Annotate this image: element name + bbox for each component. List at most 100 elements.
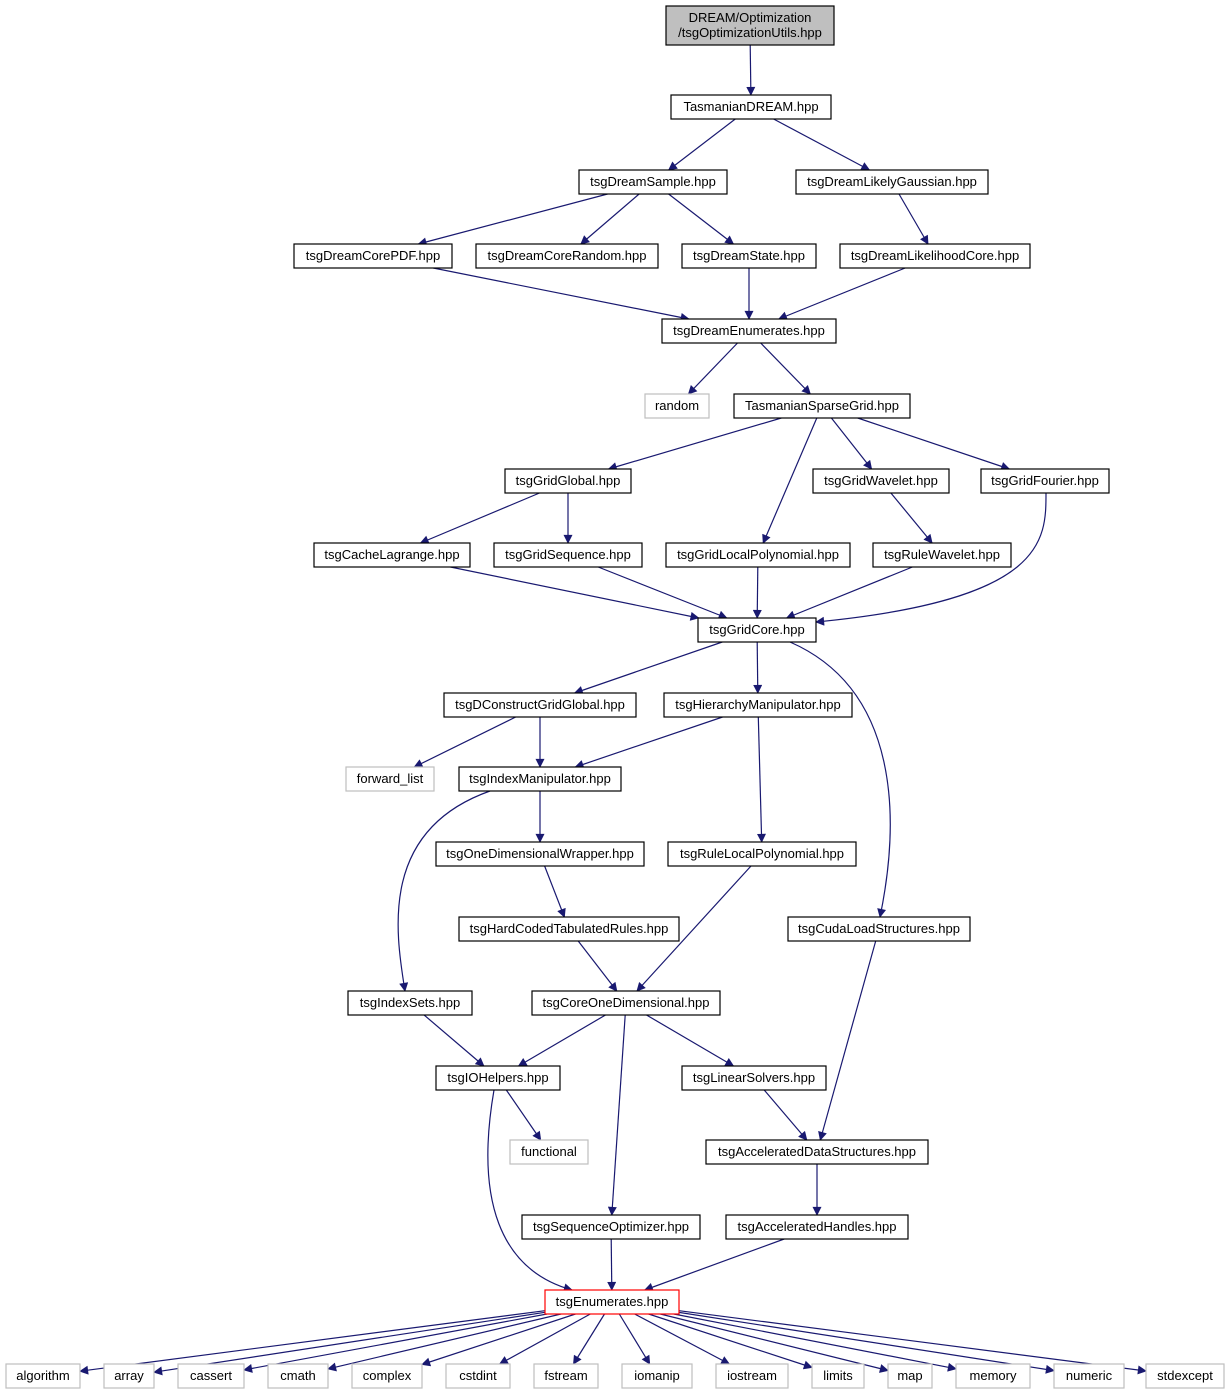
node-dream-sample[interactable]: tsgDreamSample.hpp [578,169,728,195]
node-box [980,468,1110,494]
edge-tasmanian-sparse-grid-to-grid-global [607,417,782,472]
node-dream-enumerates[interactable]: tsgDreamEnumerates.hpp [661,318,837,344]
node-grid-core[interactable]: tsgGridCore.hpp [697,617,817,643]
node-grid-local-polynomial[interactable]: tsgGridLocalPolynomial.hpp [665,542,851,568]
node-tasmanian-sparse-grid[interactable]: TasmanianSparseGrid.hpp [733,393,911,419]
edge-root-to-tasmanian-dream [746,44,756,96]
node-random: random [644,393,710,419]
node-label: TasmanianDREAM.hpp [683,99,818,114]
edge-dconstruct-grid-global-to-forward-list [413,716,516,768]
node-box [443,692,637,718]
node-box [103,1363,155,1389]
node-hierarchy-manipulator[interactable]: tsgHierarchyManipulator.hpp [663,692,853,718]
node-dconstruct-grid-global[interactable]: tsgDConstructGridGlobal.hpp [443,692,637,718]
node-box [811,1363,865,1389]
edge-index-sets-to-io-helpers [423,1014,485,1067]
node-grid-global[interactable]: tsgGridGlobal.hpp [504,468,632,494]
node-memory: memory [955,1363,1031,1389]
node-box [293,243,453,269]
node-cstdint: cstdint [445,1363,511,1389]
node-label: stdexcept [1157,1368,1213,1383]
node-label: tsgRuleLocalPolynomial.hpp [680,846,844,861]
node-io-helpers[interactable]: tsgIOHelpers.hpp [435,1065,561,1091]
node-label: tsgAcceleratedHandles.hpp [738,1219,897,1234]
node-label: tsgDreamEnumerates.hpp [673,323,825,338]
node-dream-state[interactable]: tsgDreamState.hpp [681,243,817,269]
edge-dream-sample-to-dream-core-pdf [417,193,608,247]
node-index-manipulator[interactable]: tsgIndexManipulator.hpp [458,766,622,792]
node-label: tsgAcceleratedDataStructures.hpp [718,1144,916,1159]
node-label: tsgDreamCoreRandom.hpp [488,248,647,263]
node-label: complex [363,1368,412,1383]
node-box [665,5,835,46]
edge-sequence-optimizer-to-enumerates [607,1238,617,1291]
node-dream-likely-gaussian[interactable]: tsgDreamLikelyGaussian.hpp [795,169,989,195]
node-box [531,990,721,1016]
node-label: tsgGridGlobal.hpp [516,473,621,488]
edge-tasmanian-sparse-grid-to-grid-local-polynomial [762,417,818,544]
node-dream-core-pdf[interactable]: tsgDreamCorePDF.hpp [293,243,453,269]
node-iostream: iostream [715,1363,789,1389]
node-dream-core-random[interactable]: tsgDreamCoreRandom.hpp [475,243,659,269]
node-cmath: cmath [267,1363,329,1389]
edge-dream-sample-to-dream-state [668,193,735,245]
edge-dream-enumerates-to-random [687,342,738,395]
node-label: tsgIndexSets.hpp [360,995,460,1010]
node-one-dimensional-wrapper[interactable]: tsgOneDimensionalWrapper.hpp [435,841,645,867]
node-hard-coded-tabulated-rules[interactable]: tsgHardCodedTabulatedRules.hpp [458,916,680,942]
node-box [787,916,971,942]
node-index-sets[interactable]: tsgIndexSets.hpp [347,990,473,1016]
edge-enumerates-to-cmath [327,1313,562,1372]
node-box [267,1363,329,1389]
node-box [1145,1363,1225,1389]
node-label: tsgRuleWavelet.hpp [884,547,1000,562]
node-label: limits [823,1368,853,1383]
node-core-one-dimensional[interactable]: tsgCoreOneDimensional.hpp [531,990,721,1016]
node-accelerated-data-structures[interactable]: tsgAcceleratedDataStructures.hpp [705,1139,929,1165]
edge-grid-sequence-to-grid-core [597,566,728,620]
edge-enumerates-to-numeric [678,1311,1055,1374]
node-label: cstdint [459,1368,497,1383]
node-grid-sequence[interactable]: tsgGridSequence.hpp [493,542,643,568]
node-label: tsgDreamLikelihoodCore.hpp [851,248,1019,263]
node-box [955,1363,1031,1389]
node-accelerated-handles[interactable]: tsgAcceleratedHandles.hpp [725,1214,909,1240]
node-rule-local-polynomial[interactable]: tsgRuleLocalPolynomial.hpp [667,841,857,867]
node-rule-wavelet[interactable]: tsgRuleWavelet.hpp [872,542,1012,568]
node-forward-list: forward_list [345,766,435,792]
node-sequence-optimizer[interactable]: tsgSequenceOptimizer.hpp [521,1214,701,1240]
node-stdexcept: stdexcept [1145,1363,1225,1389]
node-box [697,617,817,643]
node-array: array [103,1363,155,1389]
node-box [458,916,680,942]
node-cache-lagrange[interactable]: tsgCacheLagrange.hpp [313,542,471,568]
node-label: tsgGridSequence.hpp [505,547,631,562]
edge-core-one-dimensional-to-sequence-optimizer [607,1014,626,1216]
edge-linear-solvers-to-accelerated-data-structures [763,1089,808,1141]
node-linear-solvers[interactable]: tsgLinearSolvers.hpp [681,1065,827,1091]
node-label: tsgCudaLoadStructures.hpp [798,921,960,936]
node-iomanip: iomanip [621,1363,693,1389]
node-tasmanian-dream[interactable]: TasmanianDREAM.hpp [670,94,832,120]
node-dream-likelihood-core[interactable]: tsgDreamLikelihoodCore.hpp [839,243,1031,269]
node-box [887,1363,933,1389]
node-label: numeric [1066,1368,1113,1383]
edge-grid-wavelet-to-rule-wavelet [890,492,933,544]
node-root[interactable]: DREAM/Optimization/tsgOptimizationUtils.… [665,5,835,46]
node-grid-fourier[interactable]: tsgGridFourier.hpp [980,468,1110,494]
node-box [670,94,832,120]
edge-cuda-load-structures-to-accelerated-data-structures [818,940,877,1141]
edge-one-dimensional-wrapper-to-hard-coded-tabulated-rules [544,865,566,918]
node-box [681,243,817,269]
node-enumerates[interactable]: tsgEnumerates.hpp [544,1289,680,1315]
node-box [313,542,471,568]
node-cuda-load-structures[interactable]: tsgCudaLoadStructures.hpp [787,916,971,942]
node-box [578,169,728,195]
node-label: iostream [727,1368,777,1383]
node-label: tsgCacheLagrange.hpp [324,547,459,562]
node-grid-wavelet[interactable]: tsgGridWavelet.hpp [812,468,950,494]
edge-accelerated-handles-to-enumerates [643,1238,785,1292]
edge-dream-sample-to-dream-core-random [580,193,640,245]
edge-tasmanian-sparse-grid-to-grid-wavelet [830,417,873,470]
edge-core-one-dimensional-to-linear-solvers [646,1014,735,1067]
